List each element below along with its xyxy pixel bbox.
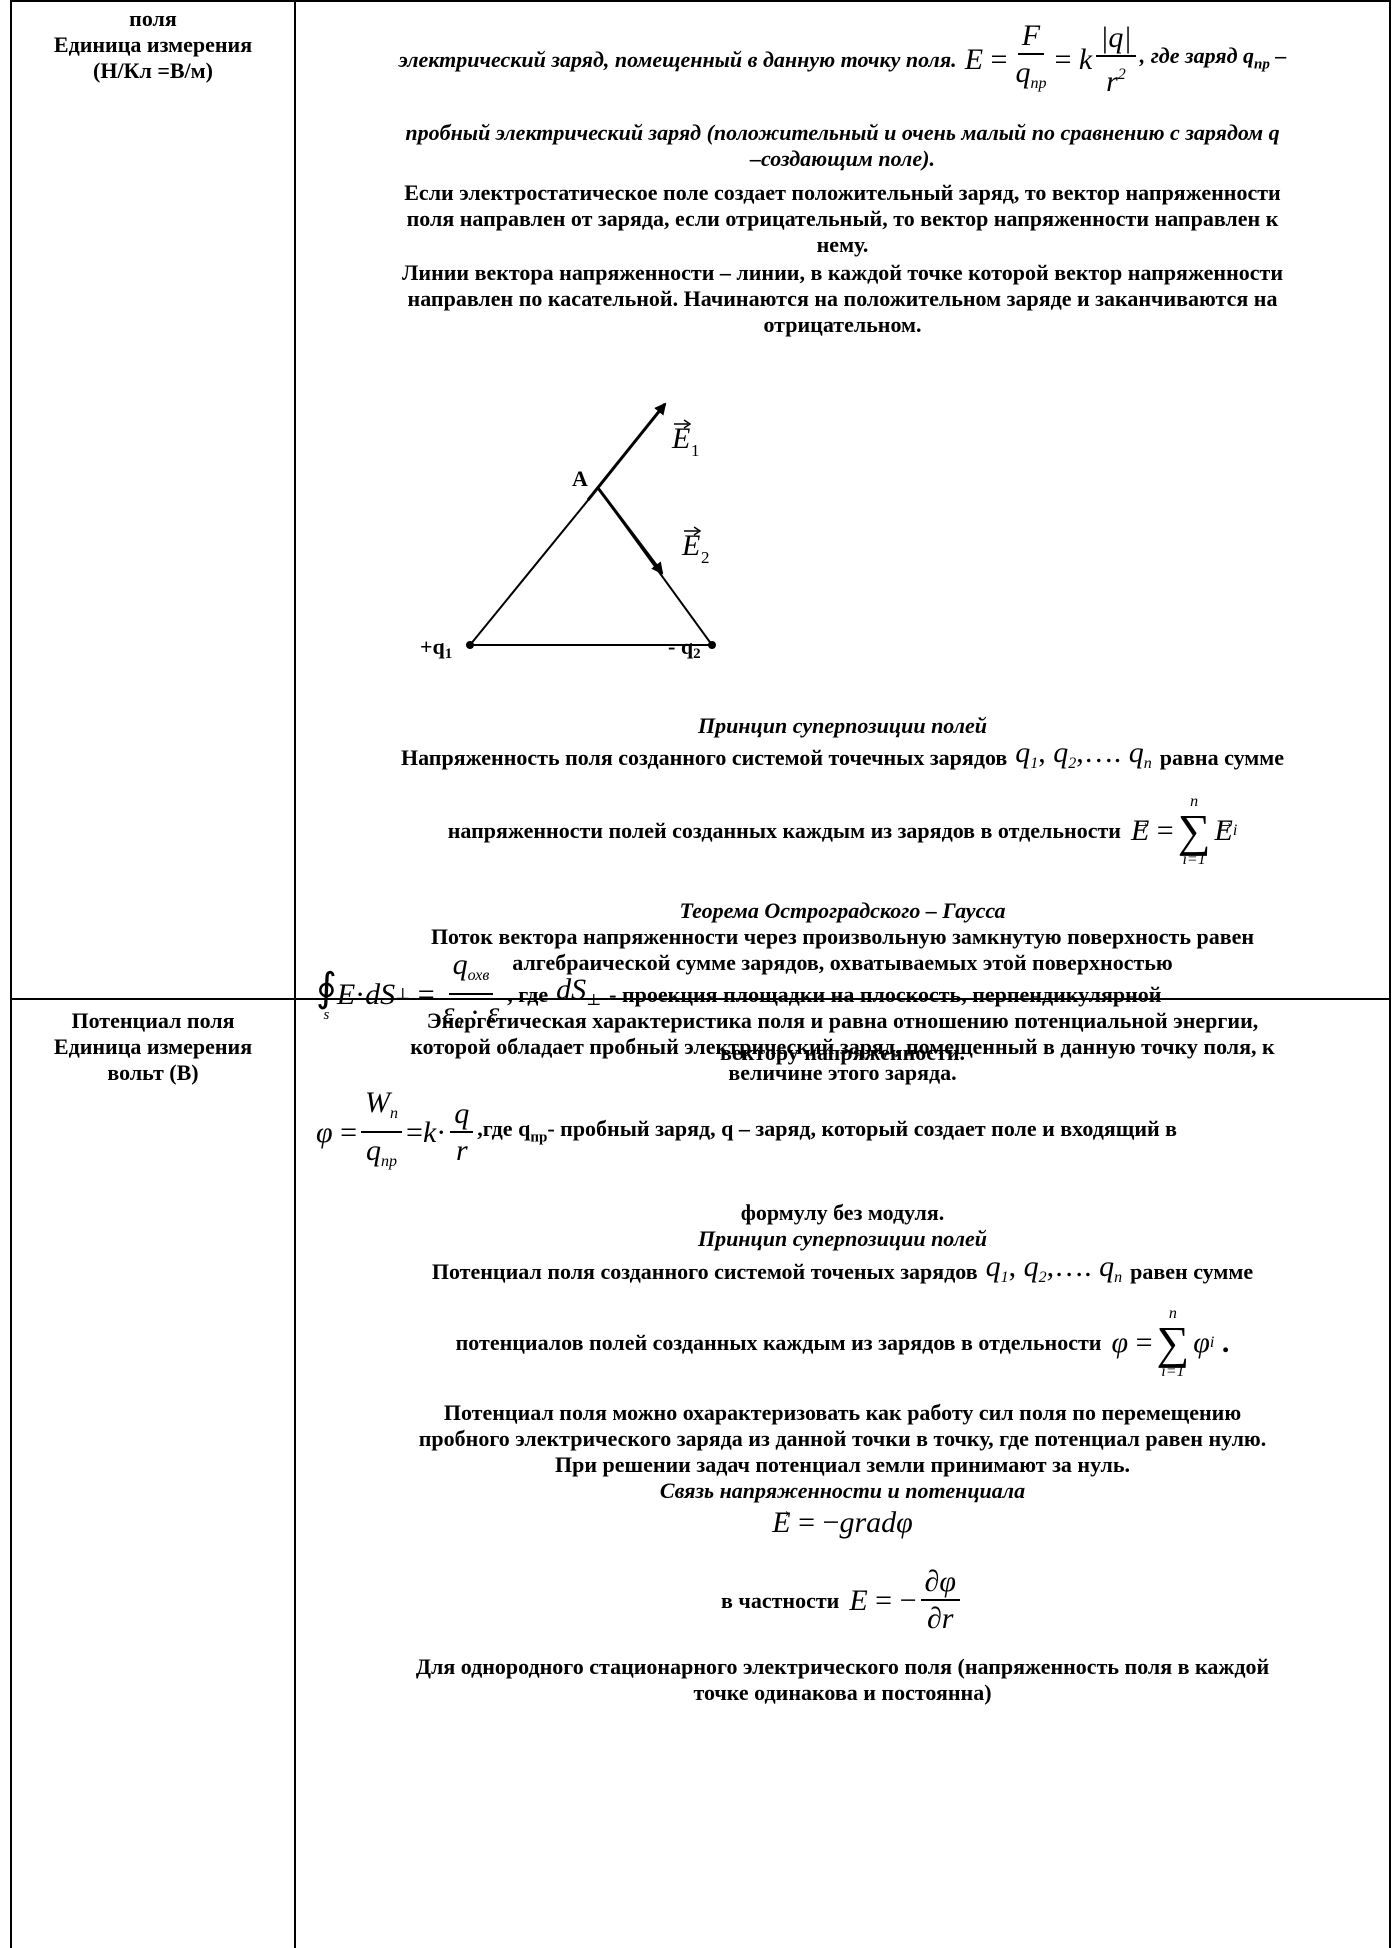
row2-left-line1: Потенциал поля [71, 1008, 235, 1033]
charge-positive-dot [466, 641, 474, 649]
probe-line-2: –создающим поле). [750, 146, 935, 171]
table-border-top [10, 0, 1391, 2]
row1-left-line3: (Н/Кл =В/м) [93, 58, 213, 83]
potential-definition: Энергетическая характеристика поля и рав… [300, 1008, 1385, 1086]
charges-list-formula: q1, q2,…. qn [1015, 735, 1152, 772]
work-line-2: пробного электрического заряда из данной… [418, 1426, 1267, 1451]
lines-line-1: Линии вектора напряженности – линии, в к… [402, 260, 1283, 285]
svg-text:2: 2 [701, 548, 710, 567]
uniform-field-text: Для однородного стационарного электричес… [300, 1654, 1385, 1706]
row2-left-line2: Единица измерения [53, 1034, 253, 1059]
potential-work-text: Потенциал поля можно охарактеризовать ка… [300, 1400, 1385, 1478]
gauss-ds-perp: dS⊥ [556, 972, 602, 1009]
field-vector-diagram: A +q1 - q2 E 1 E 2 [420, 402, 716, 662]
relation-title: Связь напряженности и потенциала [659, 1478, 1026, 1503]
point-a-label: A [572, 466, 588, 491]
lines-line-3: отрицательном. [763, 312, 922, 337]
superposition-potential-end: равен сумме [1130, 1259, 1254, 1284]
superposition-field-text2: напряженности полей созданных каждым из … [447, 818, 1121, 843]
uniform-line-1: Для однородного стационарного электричес… [415, 1654, 1270, 1679]
table-border-left [10, 0, 12, 1948]
vector-e1-label: E 1 [671, 419, 700, 460]
row1-left-line2: Единица измерения [53, 32, 253, 57]
probe-charge-note: пробный электрический заряд (положительн… [300, 120, 1385, 172]
energy-line-2: которой обладает пробный электрический з… [410, 1034, 1275, 1059]
gradient-formula-math: E→ = −gradφ [772, 1500, 913, 1539]
vector-direction-text: Если электростатическое поле создает пол… [300, 180, 1385, 258]
probe-line-1: пробный электрический заряд (положительн… [405, 120, 1280, 145]
gauss-where: , где [507, 982, 549, 1007]
table-column-divider [294, 0, 296, 1948]
triangle-left-side [469, 487, 599, 646]
superposition-potential-line1: Потенциал поля созданного системой точен… [300, 1249, 1385, 1292]
phi-where: ,где qпр- пробный заряд, q – заряд, кото… [477, 1115, 1178, 1146]
formula-equals-k: = k [1054, 43, 1093, 76]
charge-positive-label: +q1 [420, 634, 452, 662]
gauss-desc: - проекция площадки на плоскость, перпен… [609, 982, 1162, 1007]
charge-negative-label: - q2 [668, 634, 701, 662]
gauss-desc-line2: вектору напряженности. [719, 1040, 965, 1065]
field-lines-text: Линии вектора напряженности – линии, в к… [300, 260, 1385, 338]
superposition-field-line2: напряженности полей созданных каждым из … [300, 790, 1385, 872]
gradient-formula: E→ = −gradφ [300, 1500, 1385, 1554]
energy-line-3: величине этого заряда. [728, 1060, 957, 1085]
phi-desc-line2: формулу без модуля. [740, 1200, 945, 1225]
gauss-theorem-text: Поток вектора напряженности через произв… [300, 924, 1385, 976]
gauss-theorem-title: Теорема Остроградского – Гаусса [679, 898, 1006, 923]
superposition-potential-line2: потенциалов полей созданных каждым из за… [300, 1302, 1385, 1384]
row2-left-cell: Потенциал поля Единица измерения вольт (… [14, 1008, 292, 1086]
direction-line-2: поля направлен от заряда, если отрицател… [406, 206, 1279, 231]
uniform-line-2: точке одинакова и постоянна) [693, 1680, 992, 1705]
particular-formula-line: в частности E = − ∂φ∂r [300, 1560, 1385, 1642]
definition-where: , где заряд qпр – [1139, 42, 1287, 73]
formula-e-equals: E = [964, 43, 1008, 76]
definition-continuation: электрический заряд, помещенный в данную… [398, 47, 957, 72]
gauss-line-1: Поток вектора напряженности через произв… [430, 924, 1255, 949]
table-row-divider [10, 998, 1391, 1000]
superposition-field-line1: Напряженность поля созданного системой т… [300, 735, 1385, 778]
gauss-line-2: алгебраической сумме зарядов, охватываем… [512, 950, 1173, 975]
superposition-potential-text2: потенциалов полей созданных каждым из за… [455, 1330, 1102, 1355]
vector-e2-label: E 2 [681, 526, 710, 567]
energy-line-1: Энергетическая характеристика поля и рав… [426, 1008, 1259, 1033]
potential-charges-list-formula: q1, q2,…. qn [985, 1249, 1123, 1286]
work-line-1: Потенциал поля можно охарактеризовать ка… [443, 1400, 1242, 1425]
svg-text:E: E [681, 529, 700, 562]
table-border-right [1389, 0, 1391, 1948]
row2-left-line3: вольт (В) [107, 1060, 199, 1085]
row1-left-cell: поля Единица измерения (Н/Кл =В/м) [14, 6, 292, 84]
direction-line-3: нему. [816, 232, 869, 257]
svg-text:E: E [671, 422, 690, 455]
field-strength-definition: электрический заряд, помещенный в данную… [300, 18, 1385, 100]
particular-label: в частности [721, 1588, 840, 1613]
superposition-field-text: Напряженность поля созданного системой т… [400, 745, 1008, 770]
sum-e-formula: E→ = n∑i=1 E→i [1130, 793, 1238, 868]
derivative-formula: E = − ∂φ∂r [849, 1565, 964, 1637]
charge-negative-dot [708, 641, 716, 649]
vector-e1-arrow [586, 402, 667, 501]
superposition-potential-text: Потенциал поля созданного системой точен… [431, 1259, 978, 1284]
work-line-3: При решении задач потенциал земли приним… [554, 1452, 1131, 1477]
superposition-field-end: равна сумме [1159, 745, 1285, 770]
row1-left-line1: поля [129, 6, 177, 31]
direction-line-1: Если электростатическое поле создает пол… [404, 180, 1281, 205]
lines-line-2: направлен по касательной. Начинаются на … [407, 286, 1278, 311]
svg-text:1: 1 [691, 441, 700, 460]
superposition-title-potential: Принцип суперпозиции полей [697, 1226, 988, 1251]
vector-e2-arrow [596, 487, 664, 575]
superposition-title-field: Принцип суперпозиции полей [697, 713, 988, 738]
formula-fraction-q-over-r2: |q|r2 [1096, 21, 1136, 100]
